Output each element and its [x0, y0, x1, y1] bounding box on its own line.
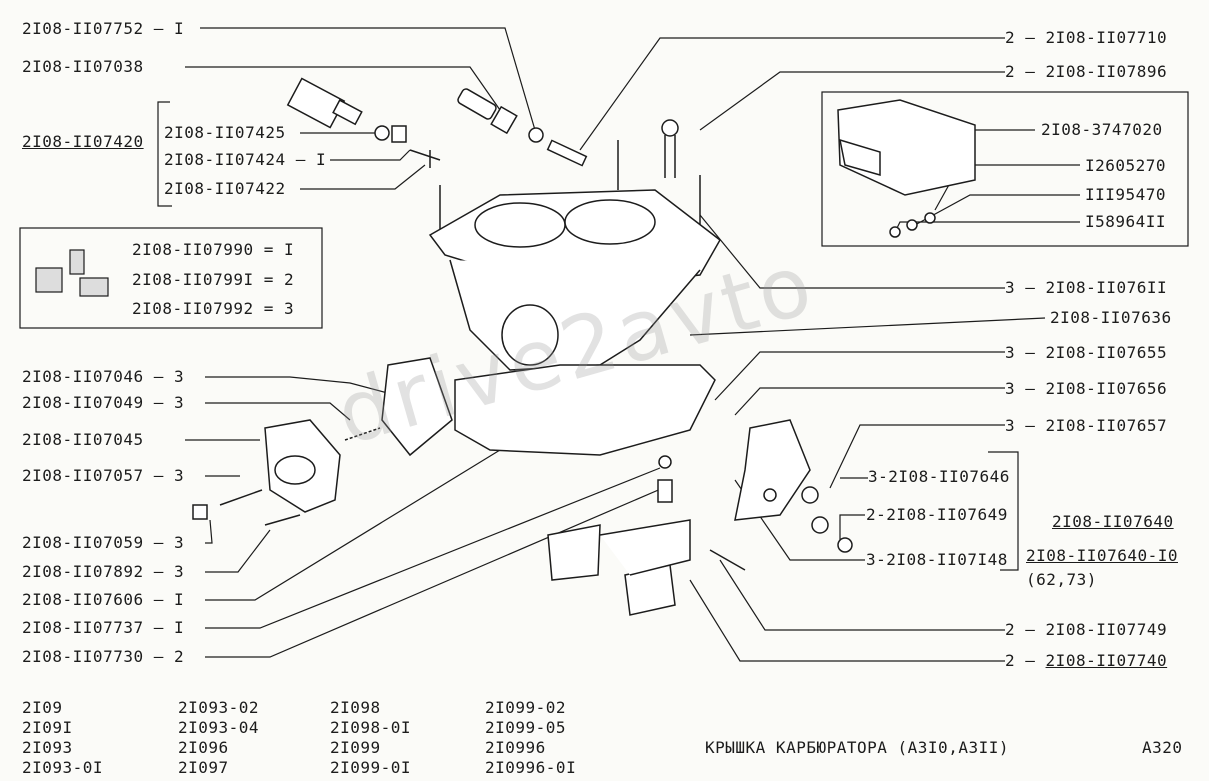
part-label-2108-1107611: 3 — 2I08-II076II: [1005, 278, 1168, 297]
part-label-2108-1107049: 2I08-II07049 — 3: [22, 393, 185, 412]
part-label-2108-1107649: 2-2I08-II07649: [866, 505, 1008, 524]
part-label-2108-1107892: 2I08-II07892 — 3: [22, 562, 185, 581]
page-code: А320: [1142, 738, 1183, 757]
part-label-2108-1107730: 2I08-II07730 — 2: [22, 647, 185, 666]
part-label-2108-1107646: 3-2I08-II07646: [868, 467, 1010, 486]
part-label-2108-1107896: 2 — 2I08-II07896: [1005, 62, 1168, 81]
part-label-2108-1107656: 3 — 2I08-II07656: [1005, 379, 1168, 398]
part-label-2108-1107737: 2I08-II07737 — I: [22, 618, 185, 637]
part-label-note-62-73: (62,73): [1026, 570, 1097, 589]
part-label-2108-1107640: 2I08-II07640: [1052, 512, 1174, 531]
part-label-2108-1107425: 2I08-II07425: [164, 123, 286, 142]
ecu-group-box: [821, 91, 1189, 247]
part-label-2108-1107057: 2I08-II07057 — 3: [22, 466, 185, 485]
part-label-2108-1107655: 3 — 2I08-II07655: [1005, 343, 1168, 362]
kit-label-2108-1107990: 2I08-II07990 = I: [132, 240, 295, 259]
kit-label-2108-1107991: 2I08-II0799I = 2: [132, 270, 295, 289]
part-label-2108-1107710: 2 — 2I08-II07710: [1005, 28, 1168, 47]
part-label-2108-1107749: 2 — 2I08-II07749: [1005, 620, 1168, 639]
part-label-2108-1107740: 2 — 2I08-II07740: [1005, 651, 1168, 670]
part-label-2108-1107424: 2I08-II07424 — I: [164, 150, 327, 169]
part-label-12605270: I2605270: [1085, 156, 1167, 175]
part-label-2108-1107606: 2I08-II07606 — I: [22, 590, 185, 609]
part-label-2108-1107636: 2I08-II07636: [1050, 308, 1172, 327]
part-label-2108-1107148: 3-2I08-II07I48: [866, 550, 1008, 569]
part-label-2108-3747020: 2I08-3747020: [1041, 120, 1163, 139]
part-label-11195470: III95470: [1085, 185, 1167, 204]
part-label-2108-1107640-10: 2I08-II07640-I0: [1026, 546, 1178, 565]
group-bracket-left: [157, 101, 172, 207]
part-label-15896411: I58964II: [1085, 212, 1167, 231]
diagram-title: КРЫШКА КАРБЮРАТОРА (А3I0,А3II): [705, 738, 1009, 757]
part-label-2108-1107422: 2I08-II07422: [164, 179, 286, 198]
part-label-2108-1107657: 3 — 2I08-II07657: [1005, 416, 1168, 435]
part-label-2108-1107046: 2I08-II07046 — 3: [22, 367, 185, 386]
part-label-2108-1107420: 2I08-II07420: [22, 132, 144, 151]
kit-inset-box: [19, 227, 323, 329]
part-label-2108-1107059: 2I08-II07059 — 3: [22, 533, 185, 552]
kit-label-2108-1107992: 2I08-II07992 = 3: [132, 299, 295, 318]
part-label-2108-1107045: 2I08-II07045: [22, 430, 144, 449]
part-label-2108-1107752: 2I08-II07752 — I: [22, 19, 185, 38]
part-label-2108-1107038: 2I08-II07038: [22, 57, 144, 76]
